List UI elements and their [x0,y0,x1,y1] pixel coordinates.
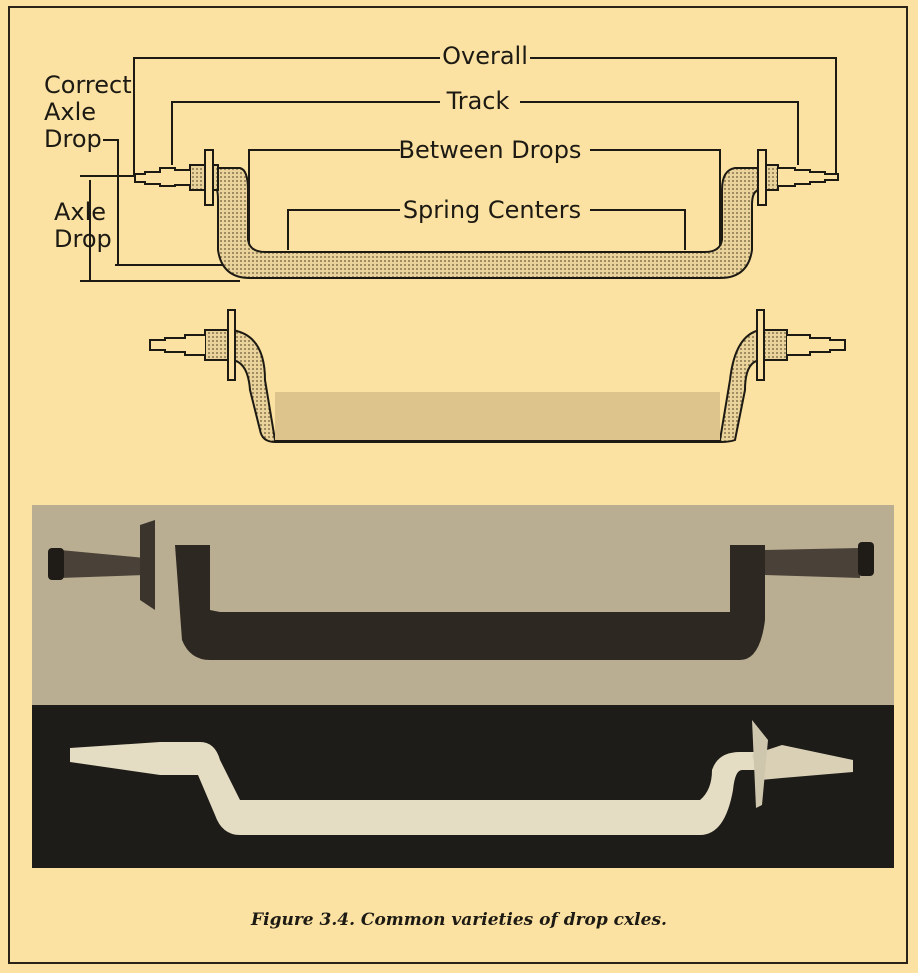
photo-dark-axle [32,505,894,705]
label-axle-drop-1: Axle [54,198,106,226]
label-correct-axle-drop-1: Correct [44,71,132,99]
label-correct-axle-drop-3: Drop [44,125,102,153]
label-spring-centers: Spring Centers [403,196,581,224]
label-correct-axle-drop-2: Axle [44,98,96,126]
label-overall: Overall [442,42,528,70]
drop-axle-top [134,149,839,279]
photo-light-axle [32,705,894,868]
figure-frame [8,6,908,964]
label-between-drops: Between Drops [399,136,582,164]
label-track: Track [446,87,510,115]
label-axle-drop-2: Drop [54,225,112,253]
figure-caption: Figure 3.4. Common varieties of drop cxl… [251,910,667,930]
drop-axle-bottom [149,309,846,443]
